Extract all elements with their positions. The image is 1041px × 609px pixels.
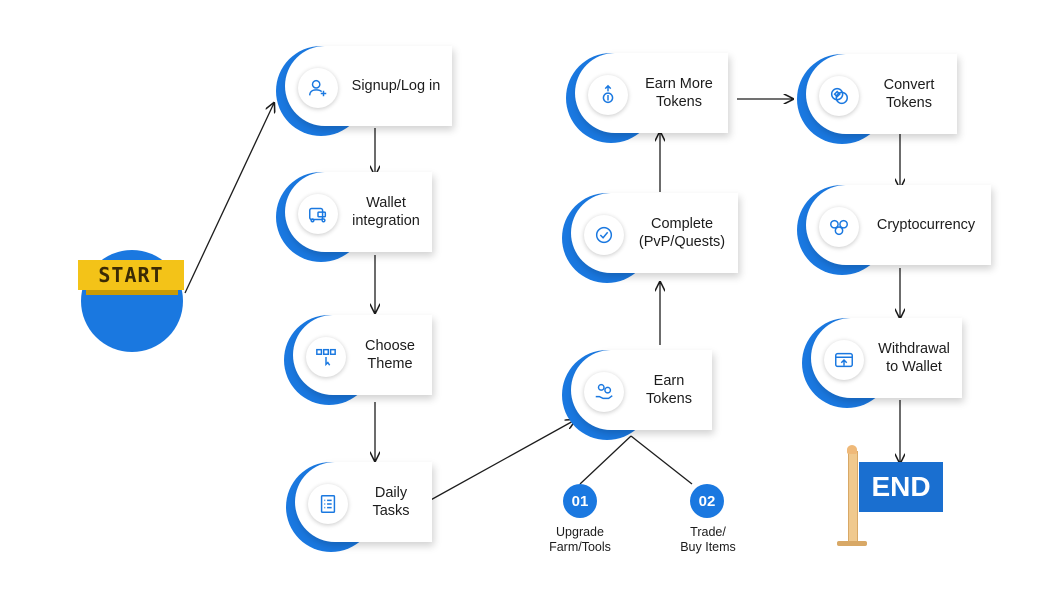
- checklist-icon: [308, 484, 348, 524]
- step-convert-label: Convert Tokens: [883, 77, 935, 111]
- arrow-start-to-signup: [184, 103, 274, 294]
- end-banner: END: [859, 462, 943, 512]
- step-complete: Complete (PvP/Quests): [562, 193, 738, 283]
- end-flag: END: [835, 445, 947, 550]
- option-02-badge: 02: [690, 484, 724, 518]
- arrow-daily-to-earn: [426, 420, 575, 503]
- user-add-icon: [298, 68, 338, 108]
- card-withdraw-icon: [824, 340, 864, 380]
- flag-pole-base: [837, 541, 867, 546]
- step-withdraw-label: Withdrawal to Wallet: [878, 341, 950, 375]
- step-theme: Choose Theme: [284, 315, 432, 405]
- branch-to-option-01: [579, 435, 632, 485]
- check-circle-icon: [584, 215, 624, 255]
- theme-select-icon: [306, 337, 346, 377]
- step-signup: Signup/Log in: [276, 46, 452, 136]
- start-badge: START: [78, 250, 188, 356]
- option-01-badge: 01: [563, 484, 597, 518]
- wallet-icon: [298, 194, 338, 234]
- step-earn-label: Earn Tokens: [646, 373, 692, 407]
- option-02-label: Trade/ Buy Items: [680, 525, 736, 554]
- step-daily: Daily Tasks: [286, 462, 432, 552]
- step-withdraw: Withdrawal to Wallet: [802, 318, 962, 408]
- step-wallet: Wallet integration: [276, 172, 432, 262]
- option-01-label: Upgrade Farm/Tools: [549, 525, 611, 554]
- step-daily-label: Daily Tasks: [372, 485, 410, 519]
- step-earn-more: Earn More Tokens: [566, 53, 728, 143]
- step-earn-more-label: Earn More Tokens: [645, 76, 713, 110]
- hand-coins-icon: [584, 372, 624, 412]
- step-complete-label: Complete (PvP/Quests): [638, 216, 726, 250]
- step-crypto-label: Cryptocurrency: [876, 217, 976, 233]
- step-signup-label: Signup/Log in: [351, 78, 441, 94]
- flag-pole: [848, 451, 858, 543]
- step-theme-label: Choose Theme: [365, 338, 415, 372]
- step-crypto: Cryptocurrency: [797, 185, 991, 275]
- branch-to-option-02: [630, 435, 693, 485]
- money-growth-icon: [588, 75, 628, 115]
- coin-convert-icon: [819, 76, 859, 116]
- start-banner: START: [78, 260, 184, 290]
- flag-pole-top: [847, 445, 857, 454]
- start-banner-shadow: [86, 290, 178, 295]
- step-convert: Convert Tokens: [797, 54, 957, 144]
- step-wallet-label: Wallet integration: [352, 195, 420, 229]
- step-earn: Earn Tokens: [562, 350, 712, 440]
- crypto-coins-icon: [819, 207, 859, 247]
